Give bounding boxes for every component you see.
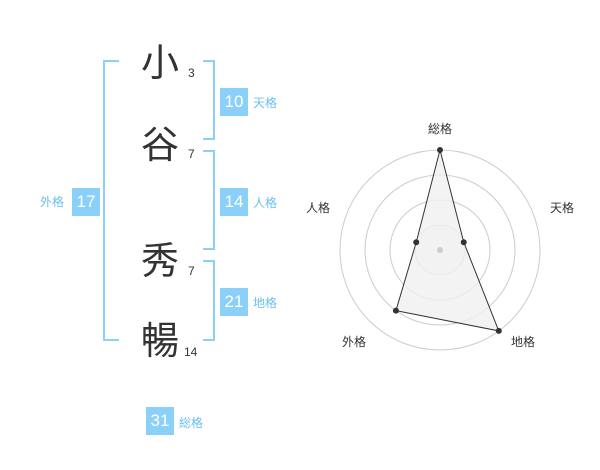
stroke-count-1: 3: [188, 66, 195, 80]
chikaku-bracket: [203, 260, 215, 341]
name-char-4: 暢: [141, 319, 180, 363]
stroke-count-2: 7: [188, 147, 195, 161]
radar-axis-label-1: 総格: [428, 122, 453, 136]
jinkaku-bracket: [203, 150, 215, 250]
jinkaku-badge: 14: [220, 188, 248, 216]
radar-point-1: [437, 147, 443, 153]
radar-point-3: [495, 327, 502, 334]
radar-axis-label-3: 地格: [511, 335, 536, 349]
soukaku-label: 総格: [179, 416, 204, 430]
radar-center-dot: [437, 247, 443, 253]
gaikaku-badge: 17: [72, 188, 100, 216]
name-char-3: 秀: [141, 239, 180, 283]
radar-polygon: [395, 149, 500, 332]
chikaku-badge: 21: [220, 288, 248, 316]
tenkaku-badge: 10: [220, 88, 248, 116]
radar-axis-label-5: 人格: [306, 201, 331, 215]
radar-point-4: [392, 307, 399, 314]
radar-point-5: [413, 239, 420, 246]
radar-axis-label-4: 外格: [342, 335, 367, 349]
name-char-1: 小: [141, 41, 180, 85]
jinkaku-label: 人格: [253, 196, 278, 210]
tenkaku-bracket: [203, 60, 215, 140]
stroke-count-3: 7: [188, 264, 195, 278]
tenkaku-label: 天格: [253, 96, 278, 110]
chikaku-label: 地格: [253, 296, 278, 310]
soukaku-badge: 31: [146, 407, 174, 435]
gaikaku-label: 外格: [40, 195, 65, 209]
name-char-2: 谷: [141, 123, 180, 167]
gaikaku-bracket: [103, 60, 119, 341]
radar-point-2: [460, 239, 467, 246]
stroke-count-4: 14: [184, 345, 198, 359]
radar-axis-label-2: 天格: [550, 201, 575, 215]
